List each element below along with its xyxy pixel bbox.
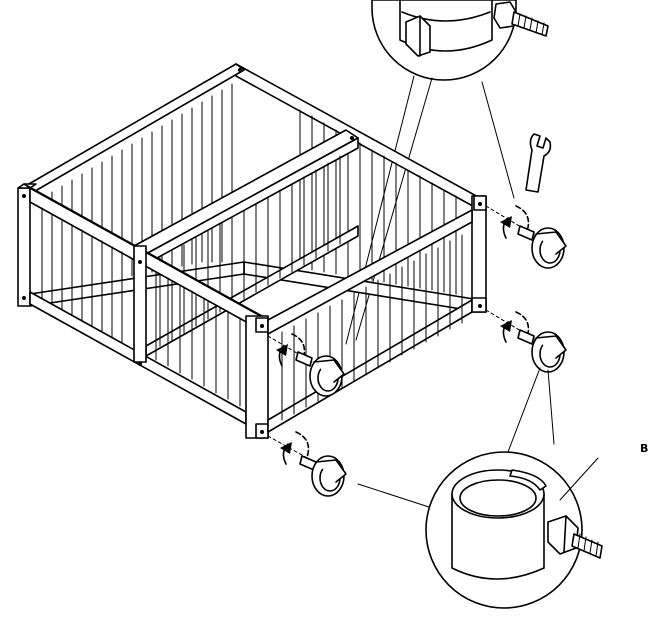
caster-wheel-icon [517, 329, 567, 373]
caster-wheel-icon [299, 455, 347, 497]
caster-top-right [485, 205, 567, 269]
bottom-detail-caster [451, 469, 547, 580]
caster-wheel-icon [295, 351, 345, 397]
rotate-arrow-icon [280, 431, 310, 465]
wooden-frame [17, 63, 487, 439]
back-right-slats [299, 109, 457, 295]
rotate-arrow-icon [500, 205, 530, 239]
caster-center [267, 333, 345, 397]
rotate-arrow-icon [276, 333, 306, 367]
wrench-icon [525, 133, 552, 193]
screw-holes [22, 68, 482, 434]
callout-label-b: B [640, 442, 649, 455]
top-detail-callout [345, 0, 549, 345]
bolt-icon [547, 515, 603, 559]
front-long-slats [41, 207, 241, 407]
caster-right [485, 309, 567, 373]
top-detail-bolt [399, 0, 549, 57]
caster-front-left [267, 431, 347, 497]
rotate-arrow-icon [500, 311, 530, 343]
front-short-slats [281, 234, 463, 421]
caster-wheel-icon [517, 225, 567, 269]
bottom-detail-callout [357, 367, 603, 609]
